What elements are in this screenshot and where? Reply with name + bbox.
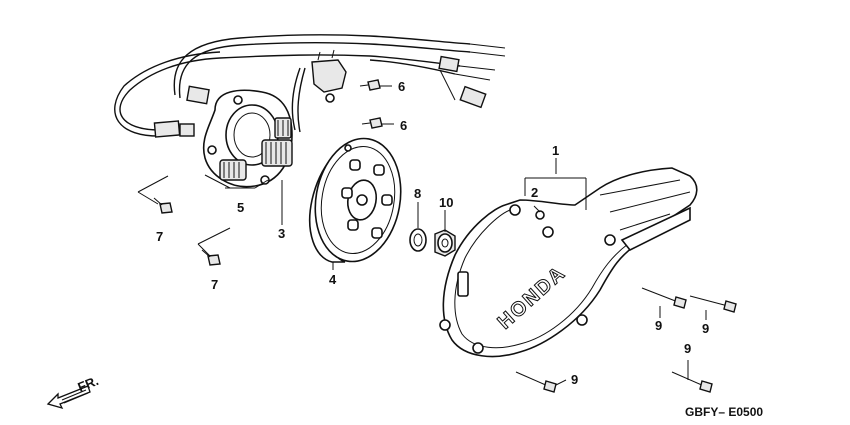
callout-9-a: 9 (655, 318, 662, 333)
bolt-9-a (641, 287, 687, 309)
bolt-6-upper (359, 79, 381, 91)
callout-2: 2 (531, 185, 538, 200)
flywheel-rotor (308, 137, 402, 263)
callout-1: 1 (552, 143, 559, 158)
callout-8: 8 (414, 186, 421, 201)
callout-10: 10 (439, 195, 453, 210)
callout-3: 3 (278, 226, 285, 241)
washer (409, 228, 427, 252)
bolt-7-lower (201, 249, 221, 266)
callout-6-lower: 6 (400, 118, 407, 133)
wire-harness (114, 33, 506, 138)
callout-4: 4 (329, 272, 337, 287)
callout-7-lower: 7 (211, 277, 218, 292)
stator-assembly (202, 89, 293, 188)
flange-nut (434, 229, 456, 257)
callout-9-c: 9 (571, 372, 578, 387)
pulse-generator (291, 49, 347, 133)
front-direction-arrow-icon (46, 385, 91, 410)
bolt-9-d (671, 371, 713, 393)
bolt-9-c (515, 371, 557, 393)
callout-9-b: 9 (702, 321, 709, 336)
bolt-7-upper (153, 197, 173, 214)
bolt-9-b (689, 295, 737, 313)
callout-9-d: 9 (684, 341, 691, 356)
diagram-code: GBFY– E0500 (685, 405, 763, 419)
callout-5: 5 (237, 200, 244, 215)
callout-7-upper: 7 (156, 229, 163, 244)
leader-lines (137, 85, 707, 386)
direction-label: FR. (76, 373, 101, 395)
bolt-6-lower (361, 117, 383, 129)
callout-6-upper: 6 (398, 79, 405, 94)
left-crankcase-cover (439, 167, 698, 358)
